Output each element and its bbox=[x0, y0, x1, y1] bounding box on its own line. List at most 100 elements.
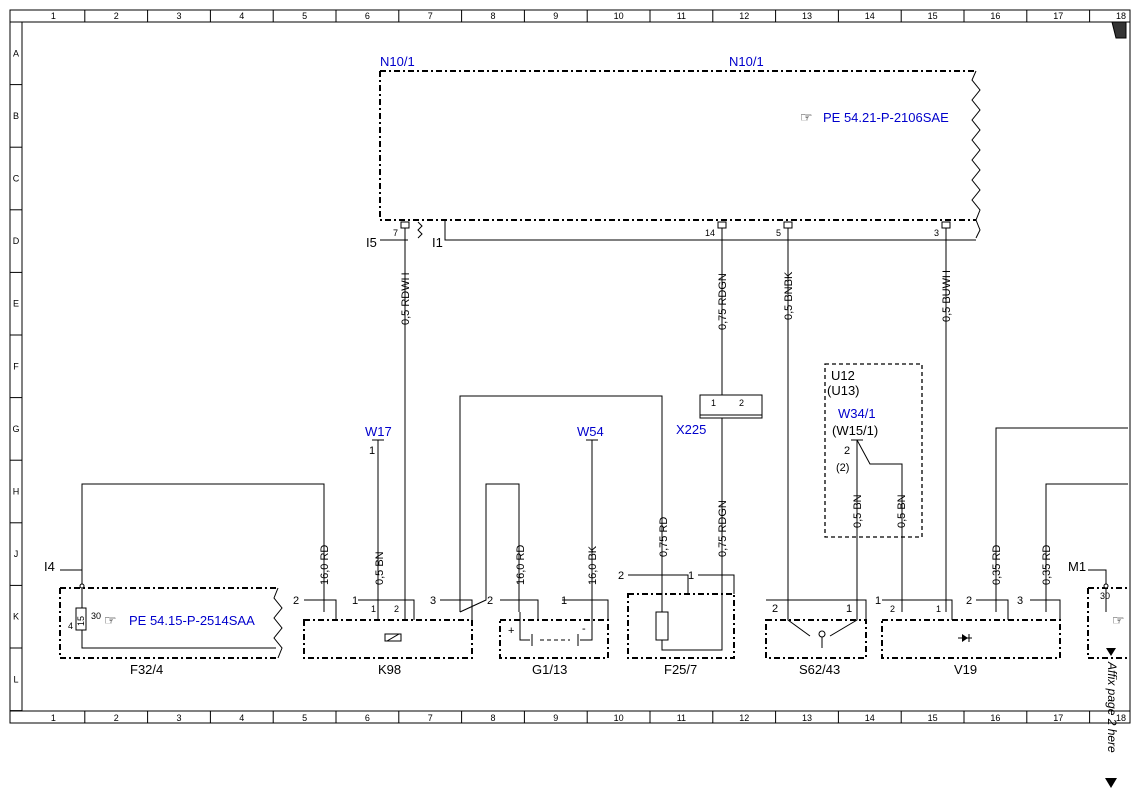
x225-label[interactable]: X225 bbox=[676, 422, 706, 437]
column-label: 5 bbox=[302, 713, 307, 723]
n10-wires bbox=[400, 221, 951, 620]
wire-035rd-a: 0,35 RD bbox=[991, 545, 1003, 585]
wire-16rd-b: 16,0 RD bbox=[515, 545, 527, 585]
wire-16bk: 16,0 BK bbox=[587, 545, 599, 585]
column-label: 16 bbox=[990, 713, 1000, 723]
f32-4-label: F32/4 bbox=[130, 662, 163, 677]
column-label: 4 bbox=[239, 11, 244, 21]
page-icon bbox=[1111, 21, 1127, 39]
w54-label[interactable]: W54 bbox=[577, 424, 604, 439]
u12-dashed-box: U12 (U13) W34/1 (W15/1) 2 (2) bbox=[824, 363, 923, 612]
x225-connector: 1 2 X225 bbox=[676, 394, 763, 437]
pin-1: 1 bbox=[688, 570, 694, 582]
pin-in2: 2 bbox=[890, 604, 895, 614]
plus-sign: + bbox=[508, 625, 514, 637]
arrow-down-icon bbox=[1105, 778, 1117, 788]
s62-43-label: S62/43 bbox=[799, 662, 840, 677]
column-label: 11 bbox=[677, 11, 686, 21]
pointing-hand-icon: ☞ bbox=[1112, 612, 1125, 628]
pin-14: 14 bbox=[705, 228, 715, 238]
column-label: 4 bbox=[239, 713, 244, 723]
row-label: L bbox=[13, 674, 18, 684]
side-note-text: Affix page 2 here bbox=[1105, 661, 1119, 753]
column-label: 1 bbox=[51, 11, 56, 21]
m1-partial: M1 30 ☞ bbox=[1068, 559, 1130, 659]
pin-2: 2 bbox=[739, 398, 744, 408]
wire-bnbk: 0,5 BNBK bbox=[783, 271, 795, 320]
row-label: E bbox=[13, 299, 19, 309]
i5-label: I5 bbox=[366, 235, 377, 250]
minus-sign: - bbox=[582, 623, 586, 635]
pin-30: 30 bbox=[91, 611, 101, 621]
column-label: 16 bbox=[990, 11, 1000, 21]
top-grid-strip bbox=[9, 9, 1131, 23]
arrow-down-icon bbox=[1106, 648, 1116, 656]
n10-1-label-left[interactable]: N10/1 bbox=[380, 54, 415, 69]
column-label: 9 bbox=[553, 11, 558, 21]
column-label: 12 bbox=[739, 11, 749, 21]
w17-label[interactable]: W17 bbox=[365, 424, 392, 439]
column-label: 17 bbox=[1053, 713, 1063, 723]
g1-13-label: G1/13 bbox=[532, 662, 567, 677]
wire-075rd: 0,75 RD bbox=[658, 517, 670, 557]
pin-1: 1 bbox=[561, 595, 567, 607]
n10-1-label-right[interactable]: N10/1 bbox=[729, 54, 764, 69]
column-label: 7 bbox=[428, 11, 433, 21]
affix-page-note: Affix page 2 here bbox=[1105, 648, 1119, 788]
wire-16rd-a: 16,0 RD bbox=[319, 545, 331, 585]
k98-relay: 2 1 3 1 2 K98 bbox=[293, 395, 663, 677]
k98-label: K98 bbox=[378, 662, 401, 677]
column-label: 8 bbox=[490, 11, 495, 21]
pin-7: 7 bbox=[393, 228, 398, 238]
column-label: 6 bbox=[365, 713, 370, 723]
column-label: 10 bbox=[614, 11, 624, 21]
g1-13-battery: 2 1 + - G1/13 W54 bbox=[487, 424, 609, 677]
column-label: 7 bbox=[428, 713, 433, 723]
column-label: 15 bbox=[928, 11, 938, 21]
wire-05bn-a: 0,5 BN bbox=[852, 494, 864, 528]
pin-3: 3 bbox=[430, 595, 436, 607]
pe-f32-reference[interactable]: PE 54.15-P-2514SAA bbox=[129, 613, 255, 628]
u13-label: (U13) bbox=[827, 383, 860, 398]
pointing-hand-icon: ☞ bbox=[800, 109, 813, 125]
row-label: G bbox=[12, 424, 19, 434]
row-label: K bbox=[13, 612, 19, 622]
column-label: 6 bbox=[365, 11, 370, 21]
column-label: 18 bbox=[1116, 713, 1126, 723]
column-label: 5 bbox=[302, 11, 307, 21]
column-label: 8 bbox=[490, 713, 495, 723]
column-label: 2 bbox=[114, 713, 119, 723]
row-label: J bbox=[14, 549, 19, 559]
v19-label: V19 bbox=[954, 662, 977, 677]
f25-7-fuse: 2 1 F25/7 bbox=[618, 570, 735, 677]
row-label: F bbox=[13, 361, 19, 371]
pin-1: 1 bbox=[352, 595, 358, 607]
v19-diode-module: 1 2 3 2 1 V19 bbox=[875, 427, 1128, 677]
column-label: 3 bbox=[176, 11, 181, 21]
column-label: 15 bbox=[928, 713, 938, 723]
wire-rdgn-top: 0,75 RDGN bbox=[717, 273, 729, 330]
pin-1: 1 bbox=[875, 595, 881, 607]
column-label: 13 bbox=[802, 713, 812, 723]
row-label: C bbox=[13, 174, 20, 184]
pin-1: 1 bbox=[369, 445, 375, 457]
w17-ground: W17 1 bbox=[365, 424, 392, 457]
pin-2: 2 bbox=[618, 570, 624, 582]
column-label: 10 bbox=[614, 713, 624, 723]
row-label: B bbox=[13, 111, 19, 121]
i4-label: I4 bbox=[44, 559, 55, 574]
pin-2-alt: (2) bbox=[836, 462, 849, 474]
pin-2: 2 bbox=[844, 445, 850, 457]
pin-1: 1 bbox=[711, 398, 716, 408]
pin-in1: 1 bbox=[936, 604, 941, 614]
pin-15: 15 bbox=[76, 616, 86, 626]
column-label: 13 bbox=[802, 11, 812, 21]
f25-7-label: F25/7 bbox=[664, 662, 697, 677]
pin-2: 2 bbox=[772, 603, 778, 615]
wire-buwh: 0,5 BUWH bbox=[941, 270, 953, 322]
pe-n10-reference[interactable]: PE 54.21-P-2106SAE bbox=[823, 110, 949, 125]
i1-label: I1 bbox=[432, 235, 443, 250]
pin-3: 3 bbox=[1017, 595, 1023, 607]
w34-1-label[interactable]: W34/1 bbox=[838, 406, 876, 421]
